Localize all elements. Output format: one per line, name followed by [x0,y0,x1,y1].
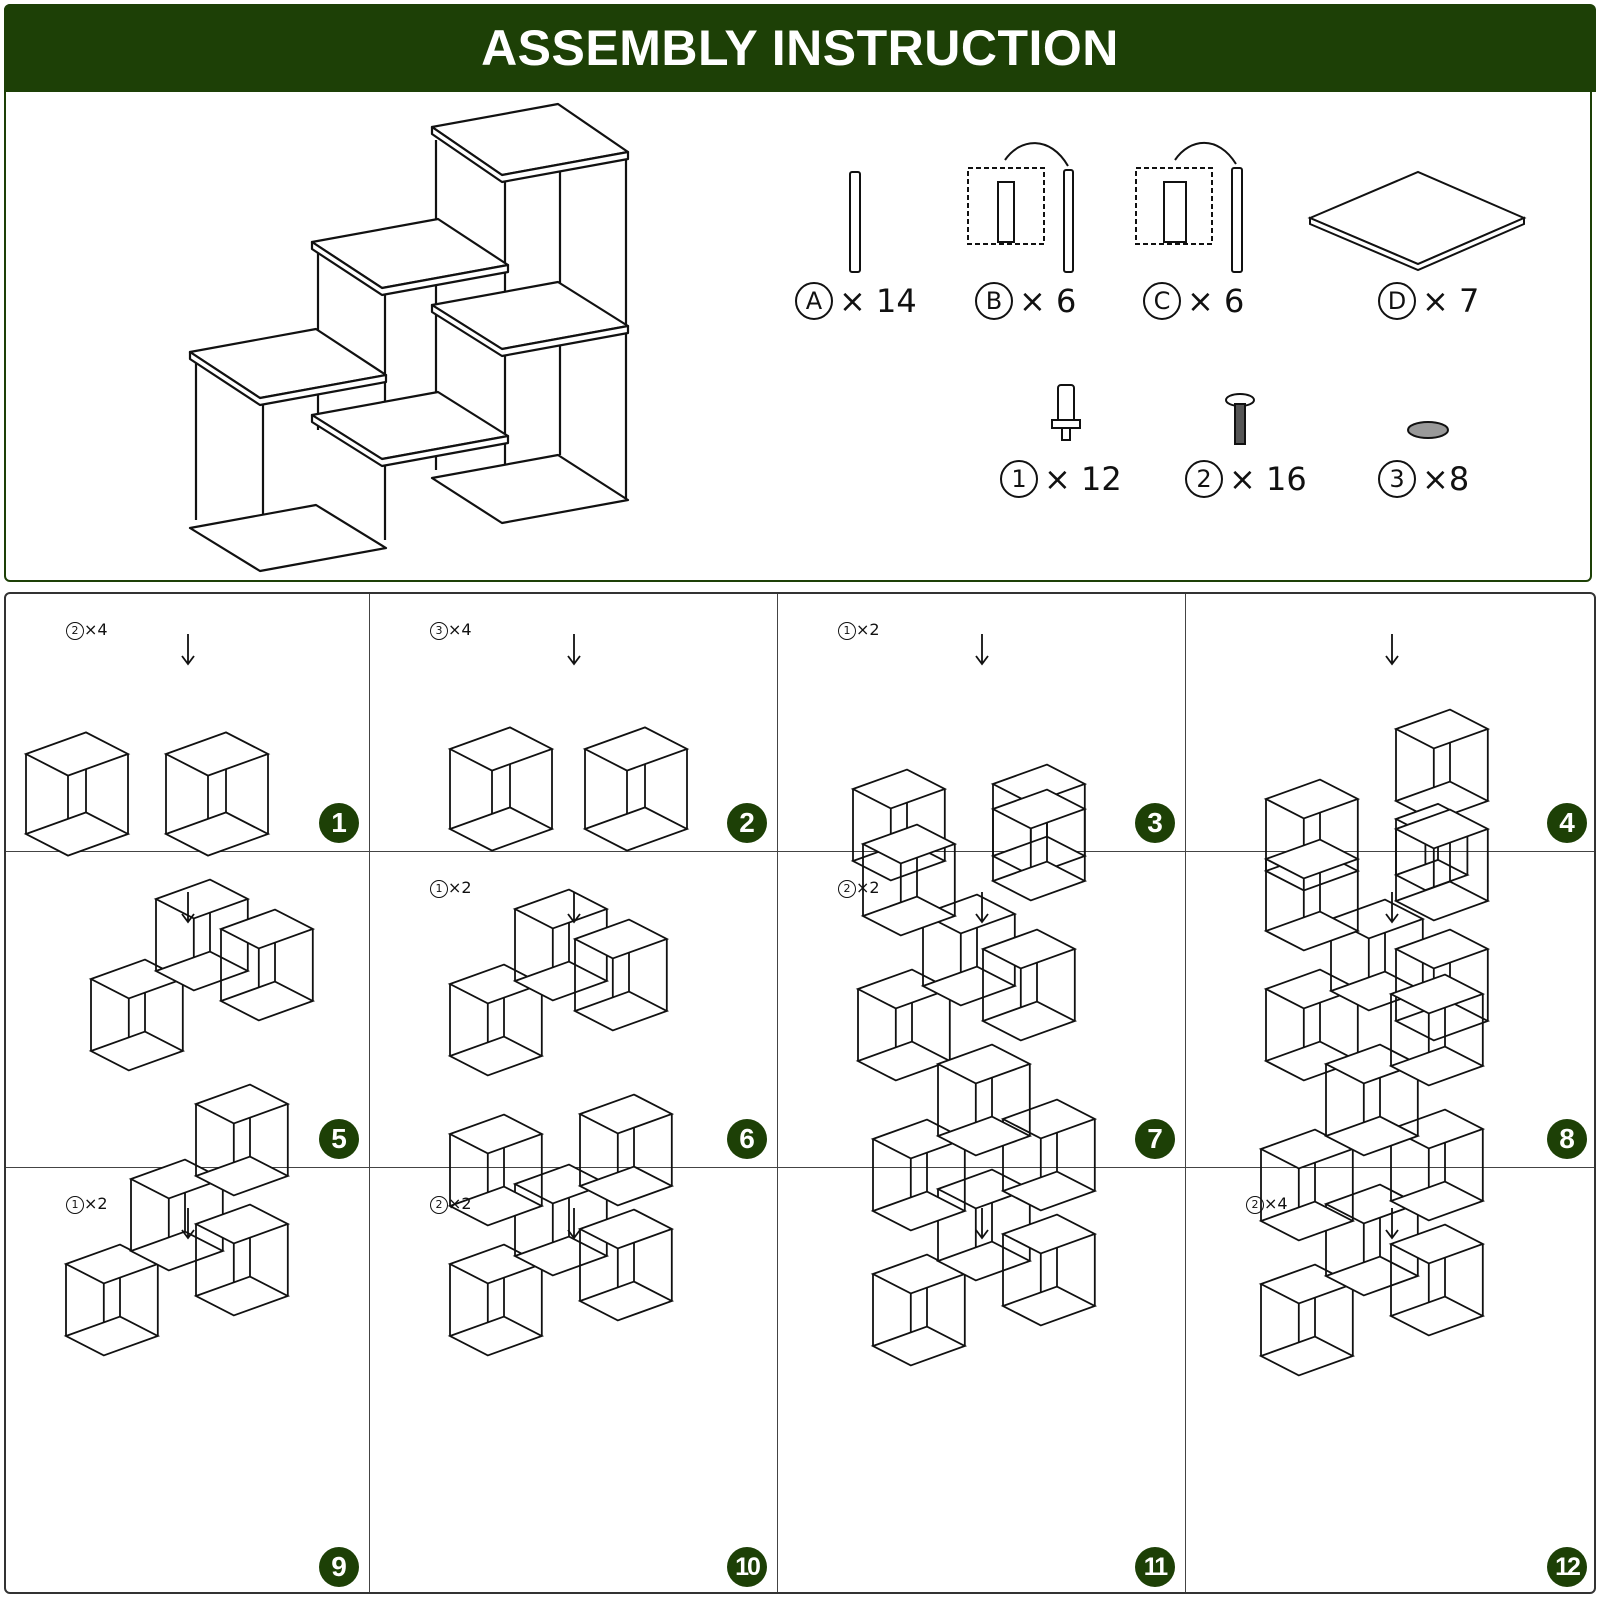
step-panel-12: 2×4 12 [1186,973,1594,1592]
down-arrow-icon [181,892,195,924]
step-illustration-4 [1263,634,1491,892]
step-panel-4: 4 [1186,594,1594,892]
part-2-label: 2× 16 [1185,458,1307,498]
down-arrow-icon [975,892,989,924]
header-bar: ASSEMBLY INSTRUCTION [4,4,1596,92]
step-illustration-7 [855,788,1088,1082]
part-d-label: D× 7 [1378,280,1479,320]
step-number-badge: 6 [727,1119,767,1159]
step-panel-3: 1×2 3 [778,594,1186,882]
note-symbol: 1 [430,879,448,898]
part-b-label: B× 6 [975,280,1076,320]
note-count: ×4 [1264,1194,1288,1213]
step-panel-11: 11 [778,1043,1186,1592]
part-1-label: 1× 12 [1000,458,1122,498]
step-panel-6: 1×2 6 [370,852,778,1168]
step-illustration-12 [1258,973,1486,1377]
down-arrow-icon [975,634,989,666]
step-number-badge: 9 [319,1547,359,1587]
step-illustration-5 [88,878,316,1072]
foot-pad-icon [1407,421,1449,439]
assembled-shelf-illustration [188,102,630,573]
step-panel-9: 1×2 9 [6,1083,370,1592]
note-count: ×2 [84,1194,108,1213]
page-title: ASSEMBLY INSTRUCTION [481,20,1119,76]
step-note-9: 1×2 [66,1194,108,1214]
step-panel-1: 2×4 1 [6,594,370,857]
part-a-label: A× 14 [795,280,917,320]
note-symbol: 2 [430,1195,448,1214]
step-panel-2: 3×4 2 [370,594,778,852]
down-arrow-icon [975,1208,989,1240]
step-number-badge: 4 [1547,803,1587,843]
down-arrow-icon [1385,1208,1399,1240]
step-note-12: 2×4 [1246,1194,1288,1214]
note-count: ×2 [856,620,880,639]
note-symbol: 1 [66,1195,84,1214]
step-illustration-11 [870,1043,1098,1367]
down-arrow-icon [567,1208,581,1240]
note-count: ×4 [84,620,108,639]
parts-illustrations [849,141,1527,445]
step-panel-7: 2×2 7 [778,788,1186,1168]
step-panel-10: 2×2 10 [370,1093,778,1592]
note-symbol: 1 [838,621,856,640]
step-number-badge: 1 [319,803,359,843]
step-note-10: 2×2 [430,1194,472,1214]
note-symbol: 2 [1246,1195,1264,1214]
step-number-badge: 8 [1547,1119,1587,1159]
step-note-1: 2×4 [66,620,108,640]
down-arrow-icon [567,892,581,924]
step-illustration-1 [23,634,271,857]
down-arrow-icon [567,634,581,666]
part-3-label: 3×8 [1378,458,1469,498]
note-symbol: 2 [66,621,84,640]
board-d-icon [1307,170,1527,266]
step-illustration-10 [447,1093,675,1357]
step-number-badge: 3 [1135,803,1175,843]
step-note-7: 2×2 [838,878,880,898]
step-number-badge: 2 [727,803,767,843]
rod-b-detail-icon [967,167,1045,245]
rod-a-icon [849,171,861,273]
down-arrow-icon [181,1208,195,1240]
note-count: ×2 [448,878,472,897]
step-number-badge: 12 [1547,1547,1587,1587]
down-arrow-icon [1385,634,1399,666]
note-count: ×2 [448,1194,472,1213]
step-number-badge: 11 [1135,1547,1175,1587]
step-note-2: 3×4 [430,620,472,640]
note-count: ×4 [448,620,472,639]
part-c-label: C× 6 [1143,280,1244,320]
step-number-badge: 7 [1135,1119,1175,1159]
note-symbol: 2 [838,879,856,898]
note-count: ×2 [856,878,880,897]
step-illustration-6 [447,888,670,1077]
step-number-badge: 5 [319,1119,359,1159]
step-number-badge: 10 [727,1547,767,1587]
step-note-6: 1×2 [430,878,472,898]
step-note-3: 1×2 [838,620,880,640]
note-symbol: 3 [430,621,448,640]
step-panel-5: 5 [6,852,370,1168]
down-arrow-icon [1385,892,1399,924]
step-illustration-9 [63,1083,291,1357]
step-illustration-2 [447,634,690,852]
rod-c-detail-icon [1135,167,1213,245]
down-arrow-icon [181,634,195,666]
